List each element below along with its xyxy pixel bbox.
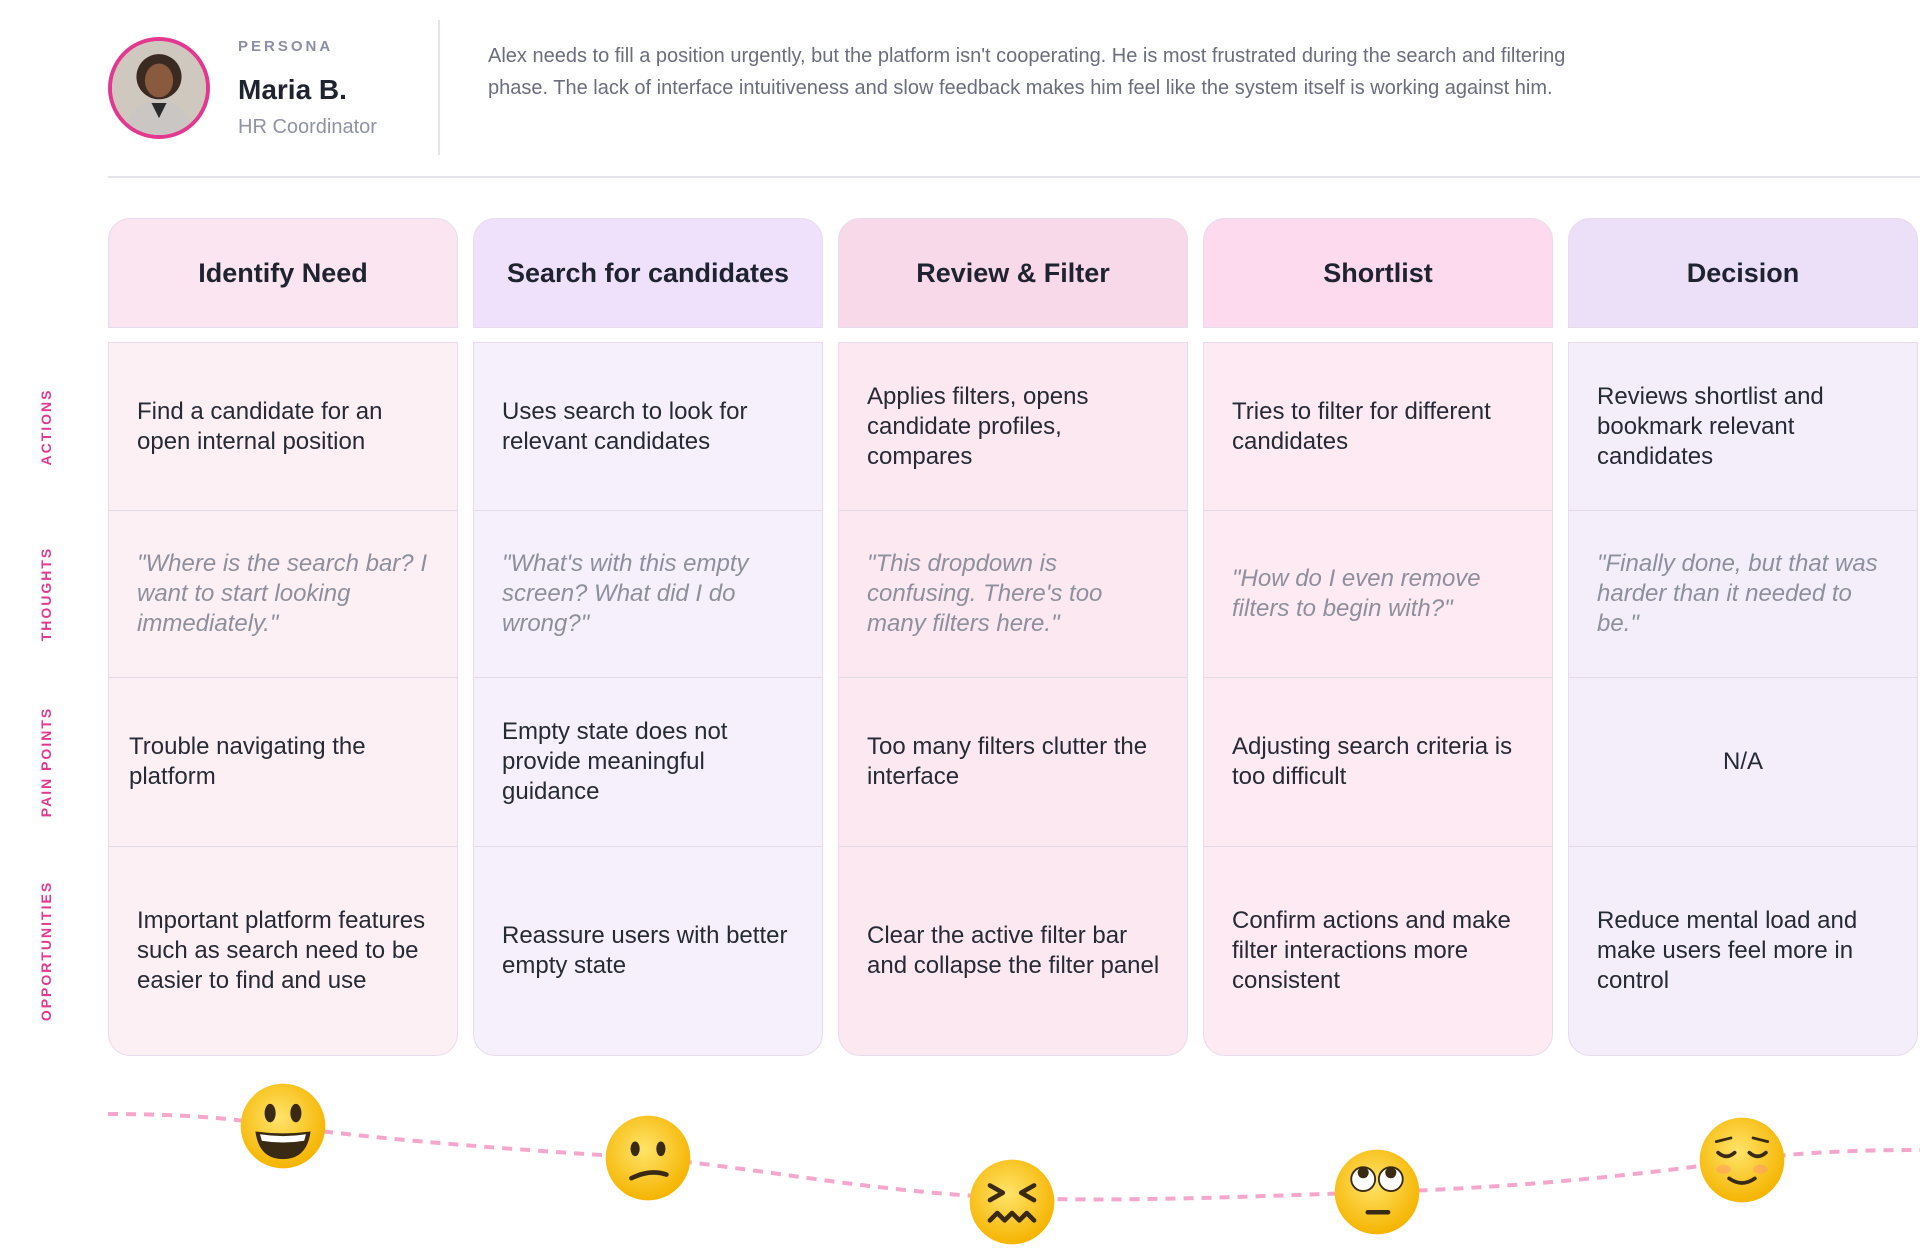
stage-search-for-candidates: Search for candidates Uses search to loo… [473,218,823,1056]
persona-name: Maria B. [238,74,347,105]
row-label-opportunities: OPPORTUNITIES [38,880,54,1022]
stage-title: Search for candidates [473,218,823,328]
row-label-thoughts: THOUGHTS [38,546,54,642]
stage-identify-need: Identify Need Find a candidate for an op… [108,218,458,1056]
stage-title: Shortlist [1203,218,1553,328]
relieved-face-icon [1699,1117,1785,1203]
pain-points-cell: N/A [1569,677,1917,846]
actions-cell: Find a candidate for an open internal po… [137,397,383,455]
pain-points-cell: Too many filters clutter the interface [839,677,1187,846]
eye-roll-face-icon [1334,1149,1420,1235]
smiling-face-icon [240,1083,326,1169]
pain-points-cell: Empty state does not provide meaningful … [474,677,822,846]
stage-body: Tries to filter for different candidates… [1203,342,1553,1056]
row-label-actions: ACTIONS [38,388,54,466]
actions-cell: Uses search to look for relevant candida… [502,397,748,455]
persona-avatar [108,37,210,139]
row-label-pain-points: PAIN POINTS [38,706,54,818]
thoughts-cell: "What's with this empty screen? What did… [474,510,822,677]
thoughts-cell: "This dropdown is confusing. There's too… [839,510,1187,677]
stage-body: Find a candidate for an open internal po… [108,342,458,1056]
thoughts-cell: "Where is the search bar? I want to star… [109,510,457,677]
opportunities-cell: Reassure users with better empty state [474,846,822,1055]
pain-points-cell: Adjusting search criteria is too difficu… [1204,677,1552,846]
stage-title: Identify Need [108,218,458,328]
thoughts-cell: "How do I even remove filters to begin w… [1204,510,1552,677]
stage-body: Uses search to look for relevant candida… [473,342,823,1056]
stage-shortlist: Shortlist Tries to filter for different … [1203,218,1553,1056]
persona-kicker: PERSONA [238,38,334,55]
thoughts-cell: "Finally done, but that was harder than … [1569,510,1917,677]
persona-role: HR Coordinator [238,116,377,138]
stage-body: Applies filters, opens candidate profile… [838,342,1188,1056]
persona-description: Alex needs to fill a position urgently, … [488,45,1566,99]
persona-header: PERSONA Maria B. HR Coordinator Alex nee… [108,0,1920,178]
stage-body: Reviews shortlist and bookmark relevant … [1568,342,1918,1056]
actions-cell: Applies filters, opens candidate profile… [867,382,1089,470]
opportunities-cell: Clear the active filter bar and collapse… [839,846,1187,1055]
opportunities-cell: Reduce mental load and make users feel m… [1569,846,1917,1055]
stage-decision: Decision Reviews shortlist and bookmark … [1568,218,1918,1056]
confused-face-icon [605,1115,691,1201]
opportunities-cell: Confirm actions and make filter interact… [1204,846,1552,1055]
pain-points-cell: Trouble navigating the platform [109,677,457,846]
stage-title: Decision [1568,218,1918,328]
actions-cell: Reviews shortlist and bookmark relevant … [1597,382,1824,470]
header-divider [438,20,440,155]
stage-review-filter: Review & Filter Applies filters, opens c… [838,218,1188,1056]
stage-title: Review & Filter [838,218,1188,328]
opportunities-cell: Important platform features such as sear… [109,846,457,1055]
frustrated-face-icon [969,1159,1055,1245]
actions-cell: Tries to filter for different candidates [1232,397,1491,455]
